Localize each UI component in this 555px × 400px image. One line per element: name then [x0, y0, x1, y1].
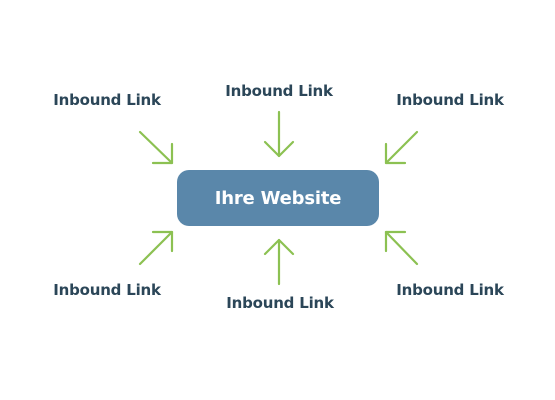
inbound-link-label-bottom-right: Inbound Link: [396, 281, 504, 299]
arrow-top-left: [138, 130, 174, 165]
inbound-link-label-top-center: Inbound Link: [225, 82, 333, 100]
website-box: Ihre Website: [177, 170, 379, 226]
inbound-link-label-bottom-left: Inbound Link: [53, 281, 161, 299]
website-box-label: Ihre Website: [214, 187, 342, 209]
arrow-bottom-center: [263, 238, 295, 286]
arrow-top-right: [384, 130, 419, 165]
arrow-bottom-left: [138, 230, 174, 266]
inbound-link-label-bottom-center: Inbound Link: [226, 294, 334, 312]
arrow-bottom-right: [384, 230, 419, 266]
inbound-link-label-top-right: Inbound Link: [396, 91, 504, 109]
arrow-top-center: [263, 110, 295, 158]
inbound-link-label-top-left: Inbound Link: [53, 91, 161, 109]
